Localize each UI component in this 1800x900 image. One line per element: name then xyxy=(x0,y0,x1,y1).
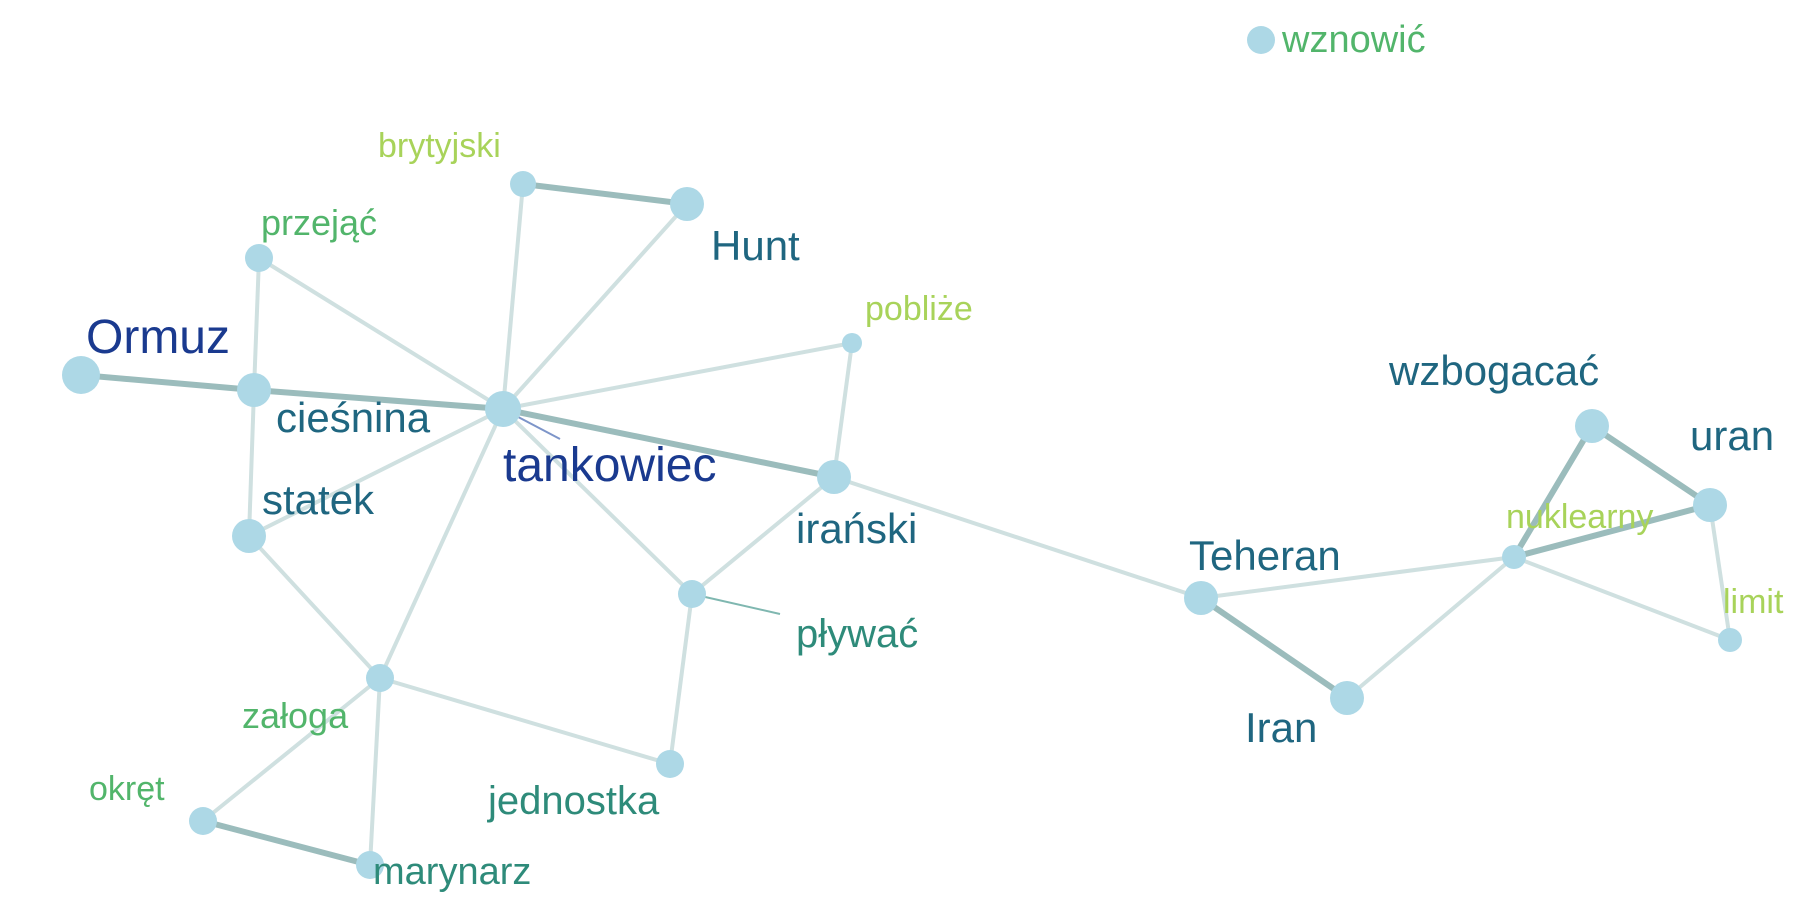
node-label-statek: statek xyxy=(262,476,375,523)
node-label-okret: okręt xyxy=(89,770,165,808)
node-label-wznowic: wznowić xyxy=(1281,19,1426,61)
node-label-ciesnina: cieśnina xyxy=(276,394,431,441)
node-plywac xyxy=(678,580,706,608)
edge-nuklearny-limit xyxy=(1512,555,1732,642)
edge-pobliże-iranski xyxy=(832,341,854,479)
node-label-jednostka: jednostka xyxy=(487,779,660,823)
edge-tankowiec-zaloga xyxy=(378,407,505,680)
edge-hunt-tankowiec xyxy=(501,202,689,411)
node-label-teheran: Teheran xyxy=(1189,532,1341,579)
edge-wzbogacac-uran xyxy=(1589,423,1713,508)
edges-layer xyxy=(78,181,1732,868)
node-label-pobliże: pobliże xyxy=(865,290,973,328)
node-label-wzbogacac: wzbogacać xyxy=(1388,347,1599,394)
edge-brytyjski-tankowiec xyxy=(501,182,525,411)
node-label-przejac: przejąć xyxy=(261,202,377,243)
leader-line-plywac xyxy=(691,593,781,615)
edge-teheran-iran xyxy=(1198,595,1350,701)
node-iranski xyxy=(817,460,851,494)
edge-ormuz-ciesnina xyxy=(78,372,257,393)
node-label-zaloga: załoga xyxy=(242,695,349,736)
node-label-iranski: irański xyxy=(796,505,917,552)
edge-teheran-nuklearny xyxy=(1199,555,1516,600)
nodes-layer xyxy=(62,26,1742,879)
node-okret xyxy=(189,807,217,835)
edge-przejac-ciesnina xyxy=(252,256,261,392)
edge-statek-zaloga xyxy=(247,534,382,680)
edge-brytyjski-hunt xyxy=(520,181,690,207)
labels-layer: tankowiec Ormuz cieśnina irański statek HuntT… xyxy=(86,19,1784,893)
edge-nuklearny-wzbogacac xyxy=(1511,423,1595,560)
node-iran xyxy=(1330,681,1364,715)
node-ciesnina xyxy=(237,373,271,407)
node-wznowic xyxy=(1247,26,1275,54)
edge-zaloga-jednostka xyxy=(378,676,672,766)
node-hunt xyxy=(670,187,704,221)
node-label-brytyjski: brytyjski xyxy=(378,127,501,165)
node-tankowiec xyxy=(485,391,521,427)
edge-zaloga-marynarz xyxy=(368,676,382,867)
node-teheran xyxy=(1184,581,1218,615)
edge-uran-limit xyxy=(1708,503,1732,642)
node-ormuz xyxy=(62,356,100,394)
node-label-tankowiec: tankowiec xyxy=(503,439,716,492)
edge-iranski-teheran xyxy=(832,475,1203,600)
node-zaloga xyxy=(366,664,394,692)
node-label-iran: Iran xyxy=(1245,704,1317,751)
node-marynarz xyxy=(356,851,384,879)
node-label-limit: limit xyxy=(1723,583,1784,621)
node-uran xyxy=(1693,488,1727,522)
edge-iranski-plywac xyxy=(690,475,836,596)
node-jednostka xyxy=(656,750,684,778)
node-label-nuklearny: nuklearny xyxy=(1506,498,1653,536)
node-label-uran: uran xyxy=(1690,412,1774,459)
edge-nuklearny-uran xyxy=(1511,502,1713,560)
edge-ciesnina-tankowiec xyxy=(251,387,506,412)
edge-tankowiec-iranski xyxy=(500,406,837,480)
node-pobliże xyxy=(842,333,862,353)
node-limit xyxy=(1718,628,1742,652)
edge-zaloga-okret xyxy=(201,676,382,823)
edge-okret-marynarz xyxy=(200,818,373,868)
node-wzbogacac xyxy=(1575,409,1609,443)
edge-tankowiec-plywac xyxy=(501,407,694,596)
edge-plywac-jednostka xyxy=(668,592,694,766)
edge-ciesnina-statek xyxy=(247,388,256,538)
node-label-ormuz: Ormuz xyxy=(86,311,230,364)
edge-iran-nuklearny xyxy=(1345,555,1516,700)
node-label-plywac: pływać xyxy=(796,612,918,656)
node-label-marynarz: marynarz xyxy=(373,851,531,893)
node-brytyjski xyxy=(510,171,536,197)
node-przejac xyxy=(245,244,273,272)
node-nuklearny xyxy=(1502,545,1526,569)
node-statek xyxy=(232,519,266,553)
edge-przejac-tankowiec xyxy=(257,256,505,411)
edge-statek-tankowiec xyxy=(247,407,505,538)
edge-tankowiec-pobliże xyxy=(501,341,854,411)
node-label-hunt: Hunt xyxy=(711,222,800,269)
